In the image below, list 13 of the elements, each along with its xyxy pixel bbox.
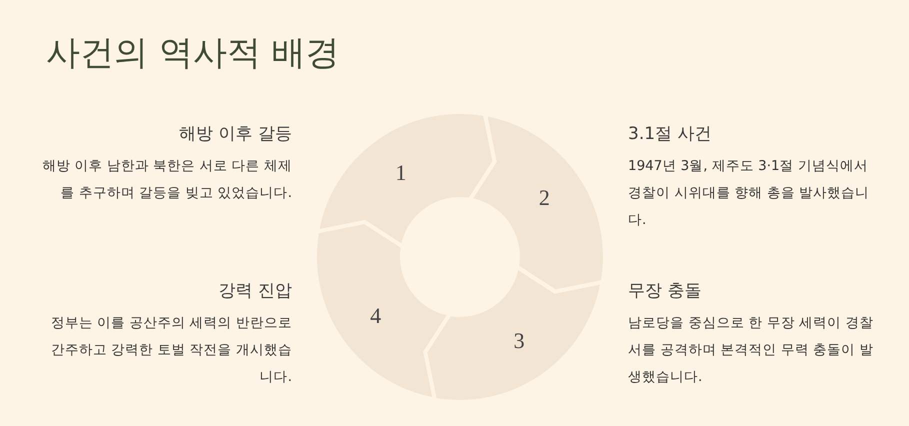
step-number: 3 xyxy=(514,328,525,354)
page-title: 사건의 역사적 배경 xyxy=(46,32,340,75)
description-text: 1947년 3월, 제주도 3·1절 기념식에서 경찰이 시위대를 향해 총을 발사했습니다. xyxy=(628,157,870,230)
section-heading: 해방 이후 갈등 xyxy=(178,123,292,146)
section-heading: 무장 충돌 xyxy=(628,280,702,303)
step-number: 4 xyxy=(370,303,382,330)
step-number: 1 xyxy=(395,160,406,186)
section-heading: 3.1절 사건 xyxy=(628,123,712,146)
description-text: 해방 이후 남한과 북한은 서로 다른 체제를 추구하며 갈등을 빚고 있었습니다. xyxy=(42,157,292,203)
description-text: 정부는 이를 공산주의 세력의 반란으로 간주하고 강력한 토벌 작전을 개시했습니다. xyxy=(50,314,292,387)
step-number: 2 xyxy=(538,184,550,211)
section-heading: 강력 진압 xyxy=(218,280,292,303)
description-text: 남로당을 중심으로 한 무장 세력이 경찰서를 공격하며 본격적인 무력 충돌이 발생했습니다. xyxy=(628,314,874,387)
